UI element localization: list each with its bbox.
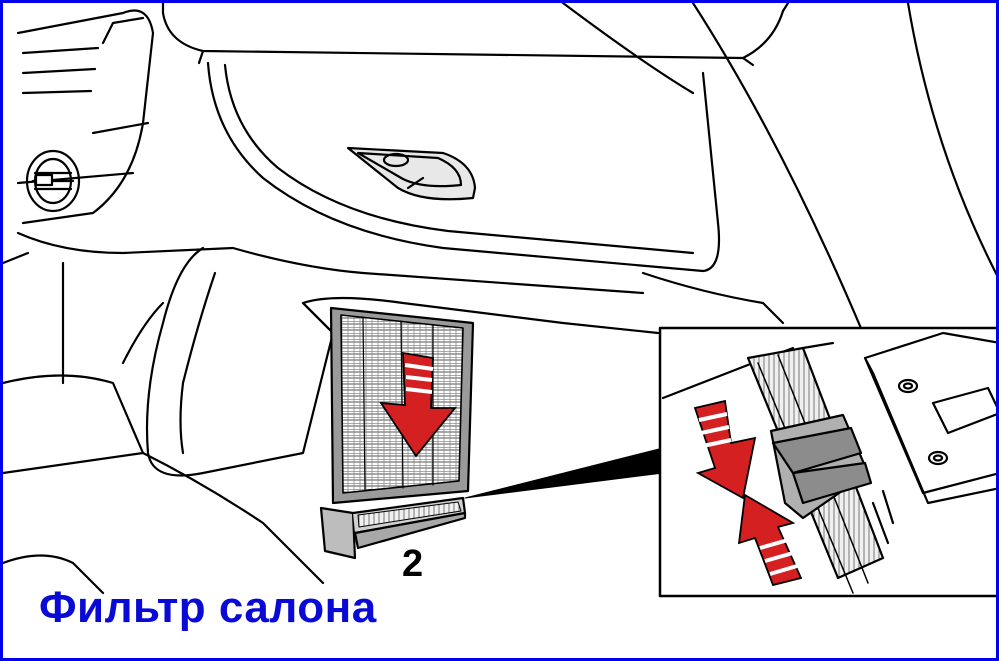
left-dashboard [16, 9, 235, 255]
air-vent [25, 149, 81, 213]
filter-cover [319, 496, 467, 560]
detail-inset [658, 326, 996, 598]
glovebox-handle [346, 146, 477, 201]
callout-pointer [464, 447, 664, 499]
floor-area [3, 251, 325, 595]
right-body-lines [561, 3, 996, 335]
cabin-filter-illustration [3, 3, 996, 598]
red-pinch-arrow-up [737, 493, 803, 587]
illustration-caption: Фильтр салона [39, 583, 377, 632]
part-number-label: 2 [402, 543, 424, 585]
red-down-arrow [379, 351, 457, 458]
dashboard-top [161, 3, 790, 67]
red-pinch-arrow-down [693, 399, 757, 500]
glovebox-lid [206, 61, 721, 273]
